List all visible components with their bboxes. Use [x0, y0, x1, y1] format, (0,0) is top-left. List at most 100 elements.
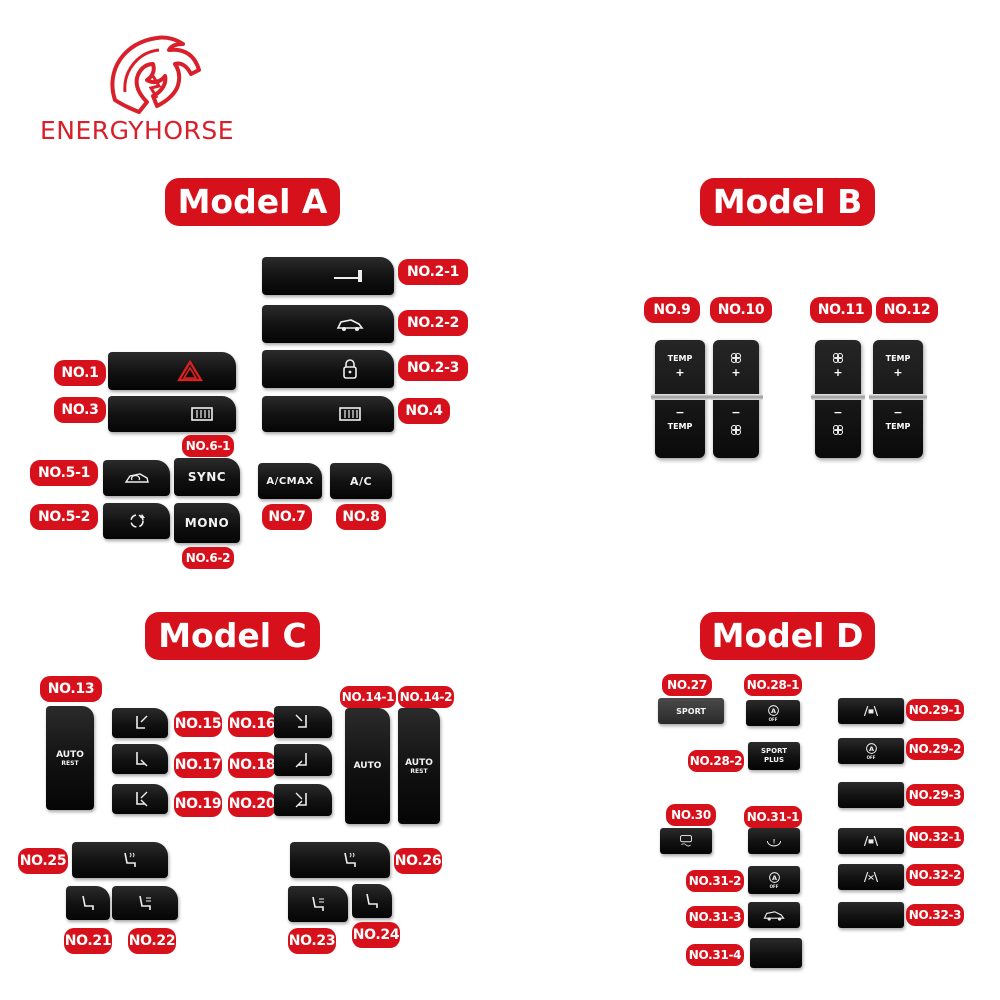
- seat-heat-button-25[interactable]: [72, 842, 168, 878]
- label-no32-2: NO.32-2: [906, 864, 964, 886]
- hazard-button[interactable]: [108, 352, 236, 390]
- airflow-button-15[interactable]: [112, 708, 168, 738]
- button-31-2[interactable]: A OFF: [748, 866, 800, 894]
- button-31-4[interactable]: [750, 938, 802, 968]
- auto-text: AUTO: [353, 761, 382, 771]
- sport-button[interactable]: SPORT: [658, 698, 724, 724]
- button-4[interactable]: [262, 396, 394, 432]
- airflow-seat-icon: [295, 792, 307, 808]
- rest-text: REST: [61, 759, 79, 767]
- button-5-1[interactable]: [103, 460, 170, 496]
- button-30[interactable]: [660, 828, 712, 854]
- button-5-2[interactable]: [103, 503, 170, 539]
- airflow-button-18[interactable]: [274, 744, 332, 776]
- label-no28-2: NO.28-2: [688, 750, 744, 772]
- label-no3: NO.3: [54, 397, 106, 423]
- airflow-button-16[interactable]: [274, 706, 332, 738]
- seat-heat-icon: [82, 895, 94, 910]
- airflow-button-17[interactable]: [112, 744, 168, 774]
- airflow-seat-icon: [136, 791, 148, 807]
- seat-heat-icon: [124, 852, 136, 867]
- button-2-2[interactable]: [262, 305, 394, 343]
- button-29-3[interactable]: [838, 782, 904, 808]
- airflow-button-20[interactable]: [274, 784, 332, 816]
- label-no31-4: NO.31-4: [686, 944, 744, 966]
- seat-button-21[interactable]: [66, 886, 110, 920]
- label-no26: NO.26: [394, 848, 442, 874]
- brand-name: ENERGYHORSE: [40, 116, 235, 145]
- ac-max-button[interactable]: A/CMAX: [258, 463, 322, 499]
- fan-toggle-right[interactable]: + −: [811, 340, 865, 458]
- plus-sign: +: [833, 366, 843, 379]
- seat-button-23[interactable]: [288, 886, 348, 922]
- temp-toggle-right[interactable]: TEMP + − TEMP: [869, 340, 927, 458]
- svg-text:!: !: [773, 839, 776, 845]
- seat-vent-icon: [312, 896, 324, 911]
- minus-sign: −: [833, 406, 843, 419]
- button-32-1[interactable]: [838, 828, 904, 854]
- auto-rest-button-left[interactable]: AUTO REST: [46, 706, 94, 810]
- sync-button[interactable]: SYNC: [174, 458, 240, 496]
- seat-heat-button-26[interactable]: [290, 842, 390, 878]
- label-no19: NO.19: [174, 791, 222, 817]
- fan-icon: [731, 425, 741, 435]
- air-recirculation-icon: [124, 473, 149, 483]
- label-no1: NO.1: [54, 360, 106, 386]
- seat-button-22[interactable]: [112, 886, 178, 920]
- label-no14-1: NO.14-1: [340, 686, 396, 708]
- auto-button[interactable]: AUTO: [345, 708, 390, 824]
- button-31-3[interactable]: [748, 902, 800, 928]
- auto-text: AUTO: [405, 757, 433, 768]
- label-no8: NO.8: [336, 504, 386, 530]
- label-no2-3: NO.2-3: [398, 355, 468, 381]
- airflow-seat-icon: [136, 715, 148, 729]
- label-no4: NO.4: [398, 398, 450, 424]
- label-no31-3: NO.31-3: [686, 906, 744, 928]
- model-b-title: Model B: [700, 178, 875, 226]
- button-29-1[interactable]: [838, 698, 904, 724]
- auto-start-stop-icon: A: [768, 872, 780, 883]
- button-2-3[interactable]: [262, 350, 394, 388]
- fan-toggle-left[interactable]: + −: [709, 340, 763, 458]
- label-no7: NO.7: [262, 504, 312, 530]
- button-2-1[interactable]: [262, 257, 394, 295]
- auto-rest-button-right[interactable]: AUTO REST: [398, 708, 440, 824]
- button-29-2[interactable]: A OFF: [838, 738, 904, 764]
- label-no30: NO.30: [666, 804, 716, 826]
- slider-bar-icon: [334, 270, 362, 282]
- temp-toggle-left[interactable]: TEMP + − TEMP: [651, 340, 709, 458]
- button-32-3[interactable]: [838, 902, 904, 928]
- label-no25: NO.25: [18, 848, 68, 874]
- label-no12: NO.12: [876, 297, 938, 323]
- button-3[interactable]: [108, 396, 236, 432]
- rear-defrost-icon: [339, 407, 361, 421]
- lane-assist-icon: [863, 835, 879, 847]
- tire-pressure-icon: !: [766, 839, 782, 847]
- seat-vent-icon: [139, 895, 151, 910]
- label-no16: NO.16: [228, 711, 276, 737]
- plus-sign: +: [731, 366, 741, 379]
- airflow-button-19[interactable]: [112, 784, 168, 814]
- seat-heat-icon: [366, 893, 378, 908]
- label-no13: NO.13: [40, 676, 102, 702]
- label-no28-1: NO.28-1: [744, 674, 802, 696]
- lock-icon: [343, 359, 357, 379]
- sport-plus-text-1: SPORT: [761, 747, 787, 755]
- auto-start-stop-icon: A: [767, 705, 779, 716]
- sync-text: SYNC: [187, 470, 227, 484]
- mono-button[interactable]: MONO: [174, 503, 240, 543]
- traction-control-off-icon: [680, 835, 692, 847]
- label-no5-2: NO.5-2: [30, 504, 98, 530]
- sport-plus-button[interactable]: SPORT PLUS: [748, 742, 800, 770]
- ac-button[interactable]: A/C: [330, 463, 392, 499]
- button-32-2[interactable]: [838, 864, 904, 890]
- horse-head-logo-icon: [110, 35, 201, 114]
- airflow-seat-icon: [295, 753, 307, 768]
- auto-stop-button[interactable]: A OFF: [746, 700, 800, 726]
- label-no6-2: NO.6-2: [182, 547, 234, 569]
- minus-sign: −: [675, 406, 685, 419]
- seat-button-24[interactable]: [352, 884, 392, 918]
- button-31-1[interactable]: !: [748, 828, 800, 854]
- fan-icon: [833, 425, 843, 435]
- seat-heat-icon: [344, 852, 356, 867]
